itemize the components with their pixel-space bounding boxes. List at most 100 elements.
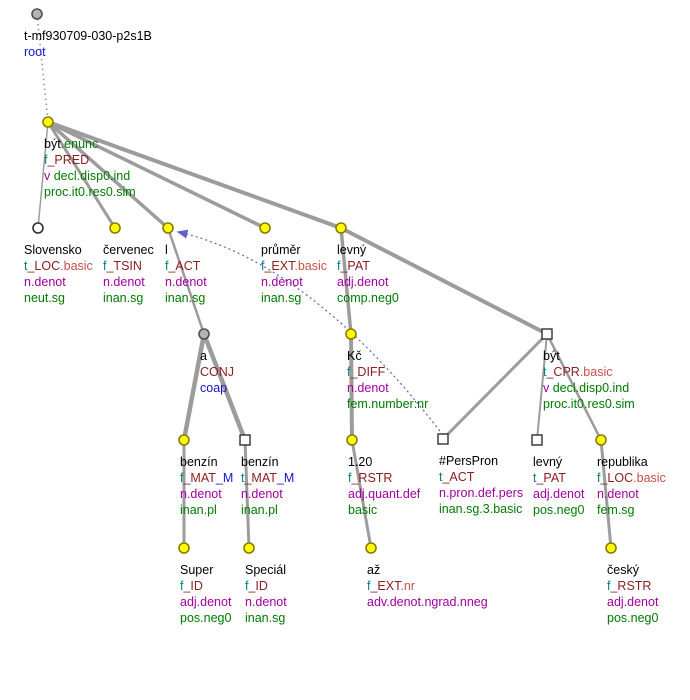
node-label-byt2-line2: t_CPR.basic <box>543 365 612 379</box>
node-label-cesky-line1: český <box>607 563 640 577</box>
node-label-special-line1: Speciál <box>245 563 286 577</box>
node-label-l-line3: n.denot <box>165 275 207 289</box>
node-label-super-line1: Super <box>180 563 213 577</box>
node-label-root-line1: t-mf930709-030-p2s1B <box>24 29 152 43</box>
tree-node-cervenec[interactable] <box>109 222 121 234</box>
edge-pred-l <box>46 120 170 230</box>
node-label-az-line2: f_EXT.nr <box>367 579 415 593</box>
node-label-kc-line4: fem.number:nr <box>347 397 428 411</box>
edge-byt2-perspron <box>441 332 549 441</box>
node-label-cervenec-line2: f_TSIN <box>103 259 142 273</box>
node-label-a-line1: a <box>200 349 207 363</box>
node-label-special-line3: n.denot <box>245 595 287 609</box>
node-label-n120-line2: f_RSTR <box>348 471 392 485</box>
node-label-byt2-line4: proc.it0.res0.sim <box>543 397 635 411</box>
node-label-special-line2: f_ID <box>245 579 268 593</box>
node-label-benzin1-line1: benzín <box>180 455 218 469</box>
tree-node-benzin2[interactable] <box>239 434 251 446</box>
edge-pred-prumer <box>47 120 266 230</box>
node-label-super-line2: f_ID <box>180 579 203 593</box>
tree-node-levny2[interactable] <box>531 434 543 446</box>
node-label-a-line2: CONJ <box>200 365 234 379</box>
node-label-perspron-line3: n.pron.def.pers <box>439 486 523 500</box>
node-label-kc-line2: f_DIFF <box>347 365 386 379</box>
edge-levny1-kc <box>339 227 353 335</box>
tree-node-perspron[interactable] <box>437 433 449 445</box>
node-label-republika-line1: republika <box>597 455 648 469</box>
tree-node-super[interactable] <box>178 542 190 554</box>
node-label-slovensko-line1: Slovensko <box>24 243 82 257</box>
node-label-slovensko-line2: t_LOC.basic <box>24 259 93 273</box>
node-label-pred-line3: v decl.disp0.ind <box>44 169 130 183</box>
node-label-slovensko-line4: neut.sg <box>24 291 65 305</box>
tree-node-special[interactable] <box>243 542 255 554</box>
tree-node-slovensko[interactable] <box>32 222 44 234</box>
edge-l-a <box>166 227 206 335</box>
node-label-cesky-line3: adj.denot <box>607 595 659 609</box>
edge-byt2-republika <box>545 333 603 441</box>
edge-benzin2-special <box>243 439 251 549</box>
node-label-pred-line4: proc.it0.res0.sim <box>44 185 136 199</box>
node-label-byt2-line1: být <box>543 349 560 363</box>
tree-node-prumer[interactable] <box>259 222 271 234</box>
node-label-l-line1: l <box>165 243 168 257</box>
tree-node-root[interactable] <box>31 8 43 20</box>
tree-node-benzin1[interactable] <box>178 434 190 446</box>
coref-arrow <box>176 229 444 436</box>
node-label-n120-line4: basic <box>348 503 377 517</box>
node-label-benzin2-line2: t_MAT_M <box>241 471 294 485</box>
node-label-a-line3: coap <box>200 381 227 395</box>
tree-node-az[interactable] <box>365 542 377 554</box>
edge-n120-az <box>350 439 373 549</box>
tree-node-l[interactable] <box>162 222 174 234</box>
node-label-kc-line1: Kč <box>347 349 362 363</box>
node-label-n120-line3: adj.quant.def <box>348 487 421 501</box>
node-label-prumer-line2: f_EXT.basic <box>261 259 327 273</box>
node-label-pred-line1: být.enunc <box>44 137 98 151</box>
tree-node-byt2[interactable] <box>541 328 553 340</box>
node-label-republika-line3: n.denot <box>597 487 639 501</box>
edge-a-benzin1 <box>181 333 207 441</box>
node-label-levny1-line3: adj.denot <box>337 275 389 289</box>
node-label-republika-line2: f_LOC.basic <box>597 471 666 485</box>
node-label-slovensko-line3: n.denot <box>24 275 66 289</box>
node-label-benzin1-line3: n.denot <box>180 487 222 501</box>
tree-node-pred[interactable] <box>42 116 54 128</box>
node-label-kc-line3: n.denot <box>347 381 389 395</box>
node-label-benzin2-line4: inan.pl <box>241 503 278 517</box>
node-label-levny2-line1: levný <box>533 455 563 469</box>
node-label-az-line3: adv.denot.ngrad.nneg <box>367 595 488 609</box>
node-label-levny1-line4: comp.neg0 <box>337 291 399 305</box>
node-label-az-line1: až <box>367 563 380 577</box>
node-label-prumer-line4: inan.sg <box>261 291 301 305</box>
edge-pred-levny1 <box>47 120 342 230</box>
node-label-levny1-line2: f_PAT <box>337 259 370 273</box>
tree-node-republika[interactable] <box>595 434 607 446</box>
tree-node-kc[interactable] <box>345 328 357 340</box>
node-label-super-line3: adj.denot <box>180 595 232 609</box>
edge-a-benzin2 <box>201 333 248 441</box>
edge-byt2-levny2 <box>536 333 548 441</box>
node-label-super-line4: pos.neg0 <box>180 611 231 625</box>
node-label-cesky-line2: f_RSTR <box>607 579 651 593</box>
tree-node-n120[interactable] <box>346 434 358 446</box>
node-label-cesky-line4: pos.neg0 <box>607 611 658 625</box>
tree-node-levny1[interactable] <box>335 222 347 234</box>
node-label-benzin1-line2: f_MAT_M <box>180 471 233 485</box>
node-label-pred-line2: f_PRED <box>44 153 89 167</box>
edge-kc-n120 <box>349 333 354 441</box>
node-label-levny2-line2: t_PAT <box>533 471 566 485</box>
node-label-byt2-line3: v decl.disp0.ind <box>543 381 629 395</box>
node-label-l-line2: f_ACT <box>165 259 201 273</box>
node-label-benzin2-line3: n.denot <box>241 487 283 501</box>
tree-node-a[interactable] <box>198 328 210 340</box>
node-label-levny1-line1: levný <box>337 243 367 257</box>
node-label-benzin2-line1: benzín <box>241 455 279 469</box>
edge-levny1-byt2 <box>340 226 548 336</box>
tree-node-cesky[interactable] <box>605 542 617 554</box>
node-label-perspron-line2: t_ACT <box>439 470 475 484</box>
node-label-levny2-line4: pos.neg0 <box>533 503 584 517</box>
edge-root-pred <box>36 13 49 123</box>
